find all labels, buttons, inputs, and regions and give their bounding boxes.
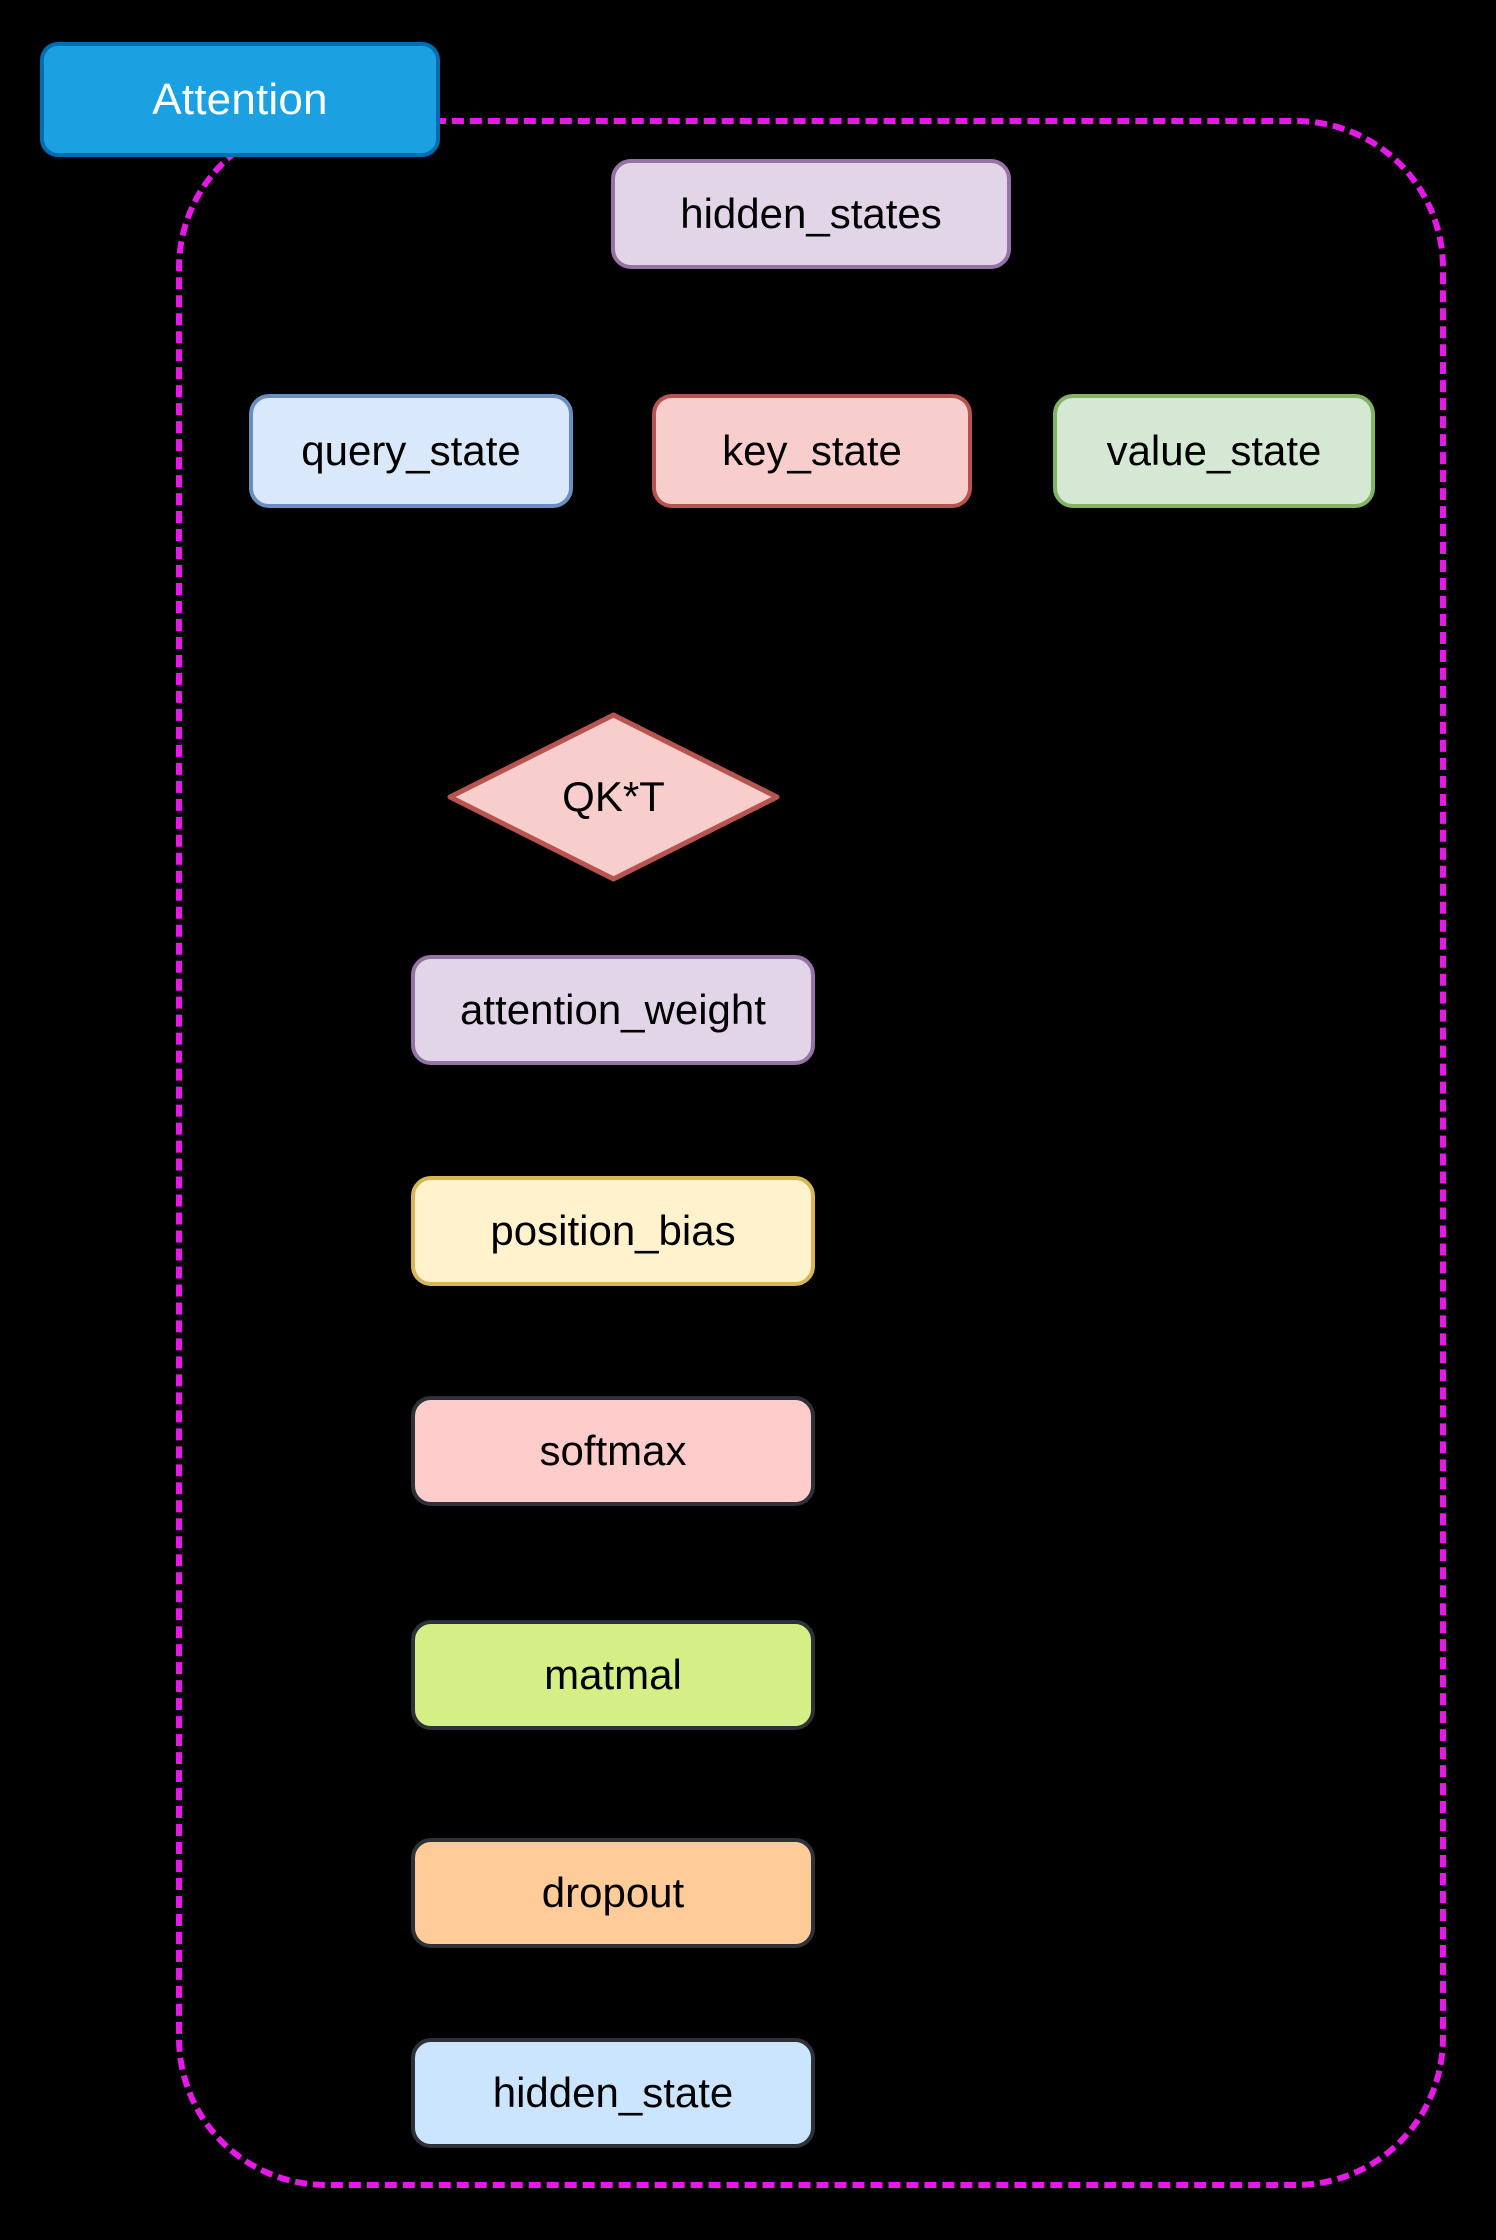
node-matmal[interactable]: matmal xyxy=(411,1620,815,1730)
node-label-key_state: key_state xyxy=(722,427,902,474)
attention-subgraph-border xyxy=(176,118,1446,2188)
node-label-softmax: softmax xyxy=(539,1427,687,1474)
node-label-dropout: dropout xyxy=(541,1869,685,1916)
node-label-hidden_state: hidden_state xyxy=(492,2069,734,2116)
subgraph-title-attention[interactable]: Attention xyxy=(40,42,440,157)
node-position_bias[interactable]: position_bias xyxy=(411,1176,815,1286)
node-label-query_state: query_state xyxy=(301,427,521,474)
node-dropout[interactable]: dropout xyxy=(411,1838,815,1948)
node-value_state[interactable]: value_state xyxy=(1053,394,1375,508)
node-qkt[interactable]: QK*T xyxy=(447,712,780,882)
node-hidden_state[interactable]: hidden_state xyxy=(411,2038,815,2148)
node-label-hidden_states: hidden_states xyxy=(680,190,942,237)
node-label-attention_weight: attention_weight xyxy=(460,986,766,1033)
node-label-matmal: matmal xyxy=(544,1651,682,1698)
node-attention_weight[interactable]: attention_weight xyxy=(411,955,815,1065)
node-key_state[interactable]: key_state xyxy=(652,394,972,508)
node-label-position_bias: position_bias xyxy=(490,1207,736,1254)
node-hidden_states[interactable]: hidden_states xyxy=(611,159,1011,269)
node-label-value_state: value_state xyxy=(1106,427,1322,474)
node-query_state[interactable]: query_state xyxy=(249,394,573,508)
node-softmax[interactable]: softmax xyxy=(411,1396,815,1506)
